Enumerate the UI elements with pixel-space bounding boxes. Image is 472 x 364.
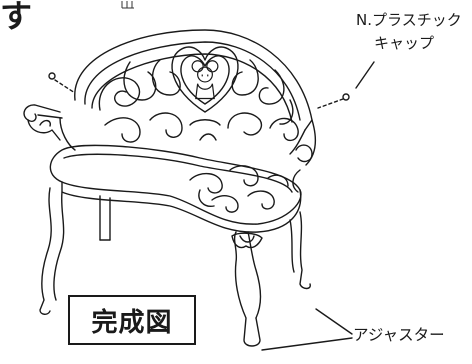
plastic-cap-label-line2: キャップ — [374, 34, 435, 52]
plastic-cap-label: N.プラスチック — [356, 11, 462, 29]
heading-fragment: す — [0, 0, 32, 35]
adjuster-label: アジャスター — [353, 326, 445, 344]
completed-figure-caption: 完成図 — [68, 295, 196, 345]
crop-mark-icon — [121, 1, 134, 9]
mickey-emblem-icon — [191, 60, 219, 100]
